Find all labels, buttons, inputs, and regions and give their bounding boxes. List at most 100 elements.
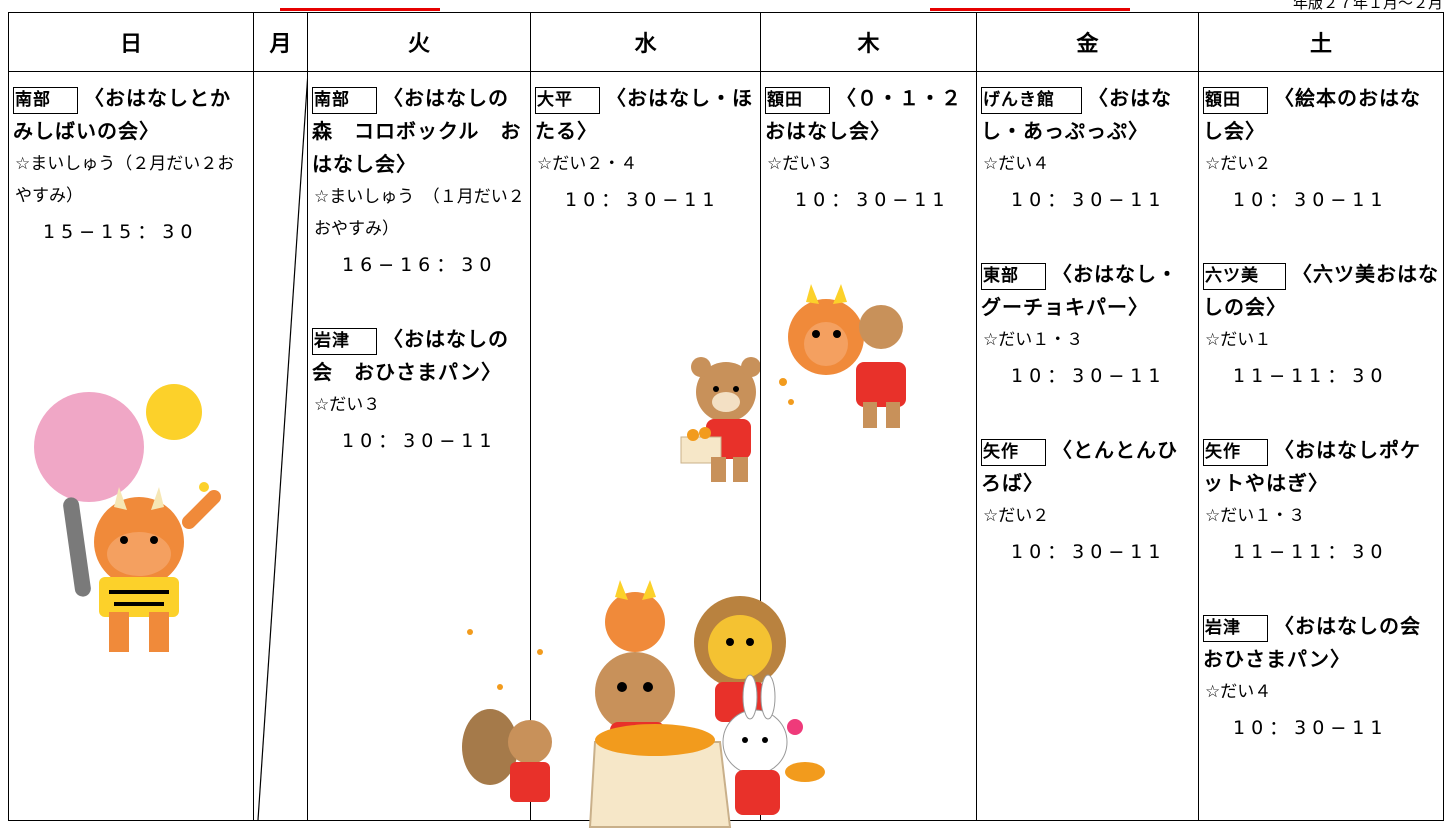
day-cell-monday [253, 71, 308, 821]
event-time: 10：30−11 [1011, 189, 1167, 211]
thursday-events: 額田〈０・１・２おはなし会〉 ☆だい３ 10：30−11 [765, 82, 972, 258]
location-tag: げんき館 [981, 87, 1082, 114]
event-heading: 矢作〈とんとんひろば〉 [981, 434, 1194, 500]
event-frequency: ☆だい１・３ [1205, 506, 1306, 526]
event-heading: 南部〈おはなしの森 コロボックル おはなし会〉 [312, 82, 526, 181]
location-tag: 矢作 [1203, 439, 1268, 466]
day-header-thursday: 木 [760, 12, 977, 72]
event-time: 10：30−11 [1233, 189, 1389, 211]
event-entry: 南部〈おはなしの森 コロボックル おはなし会〉 ☆まいしゅう （１月だい２おやす… [312, 82, 526, 285]
event-title: 〈おはなしの会 おひさまパン〉 [312, 327, 509, 384]
location-tag: 額田 [1203, 87, 1268, 114]
event-entry: 額田〈絵本のおはなし会〉 ☆だい２ 10：30−11 [1203, 82, 1439, 220]
event-title: 〈おはなしとかみしばいの会〉 [13, 86, 231, 143]
event-title: 〈おはなしの森 コロボックル おはなし会〉 [312, 86, 522, 176]
event-frequency: ☆まいしゅう（２月だい２おやすみ） [15, 154, 235, 206]
oni-with-club-illustration [34, 384, 221, 652]
event-entry: 岩津〈おはなしの会 おひさまパン〉 ☆だい４ 10：30−11 [1203, 610, 1441, 748]
event-time: 10：30−11 [1233, 717, 1389, 739]
event-title: 〈おはなし・ほたる〉 [535, 86, 753, 143]
event-frequency: ☆だい３ [767, 154, 834, 174]
sunday-events: 南部〈おはなしとかみしばいの会〉 ☆まいしゅう（２月だい２おやすみ） 15−15… [13, 82, 249, 290]
bear-with-beans-illustration [680, 357, 760, 482]
event-title: 〈おはなし・グーチョキパー〉 [981, 262, 1178, 319]
event-time: 10：30−11 [1011, 365, 1167, 387]
event-frequency: ☆だい４ [983, 154, 1050, 174]
title-fragment-left [280, 0, 440, 11]
event-time: 16−16：30 [342, 254, 498, 276]
header-note: 年版２７年１月〜２月 [1292, 0, 1443, 12]
event-time: 10：30−11 [795, 189, 951, 211]
wednesday-events: 大平〈おはなし・ほたる〉 ☆だい２・４ 10：30−11 [535, 82, 756, 258]
setsubun-animals-bean-box-illustration [462, 580, 825, 828]
tuesday-events: 南部〈おはなしの森 コロボックル おはなし会〉 ☆まいしゅう （１月だい２おやす… [312, 82, 526, 499]
day-cell-wednesday: 大平〈おはなし・ほたる〉 ☆だい２・４ 10：30−11 [530, 71, 761, 821]
event-title: 〈とんとんひろば〉 [981, 438, 1178, 495]
oni-mask-dog-illustration [779, 284, 906, 428]
day-header-wednesday: 水 [530, 12, 761, 72]
event-frequency: ☆まいしゅう （１月だい２おやすみ） [314, 187, 525, 239]
event-entry: 南部〈おはなしとかみしばいの会〉 ☆まいしゅう（２月だい２おやすみ） 15−15… [13, 82, 249, 252]
event-title: 〈六ツ美おはなしの会〉 [1203, 262, 1439, 319]
location-tag: 東部 [981, 263, 1046, 290]
event-entry: 矢作〈とんとんひろば〉 ☆だい２ 10：30−11 [981, 434, 1194, 572]
day-header-saturday: 土 [1198, 12, 1444, 72]
event-heading: 南部〈おはなしとかみしばいの会〉 [13, 82, 249, 148]
event-time: 11−11：30 [1233, 541, 1389, 563]
event-frequency: ☆だい２ [983, 506, 1050, 526]
location-tag: 矢作 [981, 439, 1046, 466]
event-title: 〈絵本のおはなし会〉 [1203, 86, 1421, 143]
day-cell-saturday: 額田〈絵本のおはなし会〉 ☆だい２ 10：30−11 六ツ美〈六ツ美おはなしの会… [1198, 71, 1444, 821]
location-tag: 岩津 [312, 328, 377, 355]
location-tag: 南部 [312, 87, 377, 114]
event-entry: げんき館〈おはなし・あっぷっぷ〉 ☆だい４ 10：30−11 [981, 82, 1194, 220]
event-entry: 大平〈おはなし・ほたる〉 ☆だい２・４ 10：30−11 [535, 82, 756, 220]
event-frequency: ☆だい４ [1205, 682, 1272, 702]
event-time: 10：30−11 [342, 430, 498, 452]
event-frequency: ☆だい１・３ [983, 330, 1084, 350]
location-tag: 額田 [765, 87, 830, 114]
event-frequency: ☆だい２ [1205, 154, 1272, 174]
no-event-slash [257, 85, 307, 820]
top-strip: 年版２７年１月〜２月 [0, 0, 1451, 12]
location-tag: 南部 [13, 87, 78, 114]
title-fragment-right [930, 0, 1130, 11]
event-entry: 額田〈０・１・２おはなし会〉 ☆だい３ 10：30−11 [765, 82, 972, 220]
event-heading: 額田〈絵本のおはなし会〉 [1203, 82, 1439, 148]
event-title: 〈おはなし・あっぷっぷ〉 [981, 86, 1172, 143]
location-tag: 岩津 [1203, 615, 1268, 642]
location-tag: 大平 [535, 87, 600, 114]
event-heading: 大平〈おはなし・ほたる〉 [535, 82, 756, 148]
day-header-monday: 月 [253, 12, 308, 72]
event-heading: 矢作〈おはなしポケットやはぎ〉 [1203, 434, 1439, 500]
event-time: 10：30−11 [1011, 541, 1167, 563]
event-heading: 岩津〈おはなしの会 おひさまパン〉 [1203, 610, 1441, 676]
event-entry: 矢作〈おはなしポケットやはぎ〉 ☆だい１・３ 11−11：30 [1203, 434, 1439, 572]
event-frequency: ☆だい２・４ [537, 154, 638, 174]
event-heading: 岩津〈おはなしの会 おひさまパン〉 [312, 323, 526, 389]
day-header-sunday: 日 [8, 12, 254, 72]
event-time: 15−15：30 [43, 221, 199, 243]
location-tag: 六ツ美 [1203, 263, 1286, 290]
friday-events: げんき館〈おはなし・あっぷっぷ〉 ☆だい４ 10：30−11 東部〈おはなし・グ… [981, 82, 1194, 610]
event-heading: 東部〈おはなし・グーチョキパー〉 [981, 258, 1194, 324]
saturday-events: 額田〈絵本のおはなし会〉 ☆だい２ 10：30−11 六ツ美〈六ツ美おはなしの会… [1203, 82, 1441, 786]
event-entry: 岩津〈おはなしの会 おひさまパン〉 ☆だい３ 10：30−11 [312, 323, 526, 461]
day-header-tuesday: 火 [307, 12, 531, 72]
event-time: 11−11：30 [1233, 365, 1389, 387]
day-header-row: 日 月 火 水 木 金 土 [8, 12, 1444, 72]
event-frequency: ☆だい１ [1205, 330, 1272, 350]
event-title: 〈おはなしポケットやはぎ〉 [1203, 438, 1421, 495]
event-heading: げんき館〈おはなし・あっぷっぷ〉 [981, 82, 1194, 148]
event-time: 10：30−11 [565, 189, 721, 211]
event-heading: 額田〈０・１・２おはなし会〉 [765, 82, 972, 148]
event-heading: 六ツ美〈六ツ美おはなしの会〉 [1203, 258, 1439, 324]
event-entry: 東部〈おはなし・グーチョキパー〉 ☆だい１・３ 10：30−11 [981, 258, 1194, 396]
event-title: 〈０・１・２おはなし会〉 [765, 86, 962, 143]
day-cell-tuesday: 南部〈おはなしの森 コロボックル おはなし会〉 ☆まいしゅう （１月だい２おやす… [307, 71, 531, 821]
day-header-friday: 金 [976, 12, 1199, 72]
weekly-calendar: 日 月 火 水 木 金 土 南部〈おはなしとかみしばいの会〉 ☆まいしゅう（２月… [8, 12, 1444, 821]
day-cell-sunday: 南部〈おはなしとかみしばいの会〉 ☆まいしゅう（２月だい２おやすみ） 15−15… [8, 71, 254, 821]
event-entry: 六ツ美〈六ツ美おはなしの会〉 ☆だい１ 11−11：30 [1203, 258, 1439, 396]
day-cell-friday: げんき館〈おはなし・あっぷっぷ〉 ☆だい４ 10：30−11 東部〈おはなし・グ… [976, 71, 1199, 821]
